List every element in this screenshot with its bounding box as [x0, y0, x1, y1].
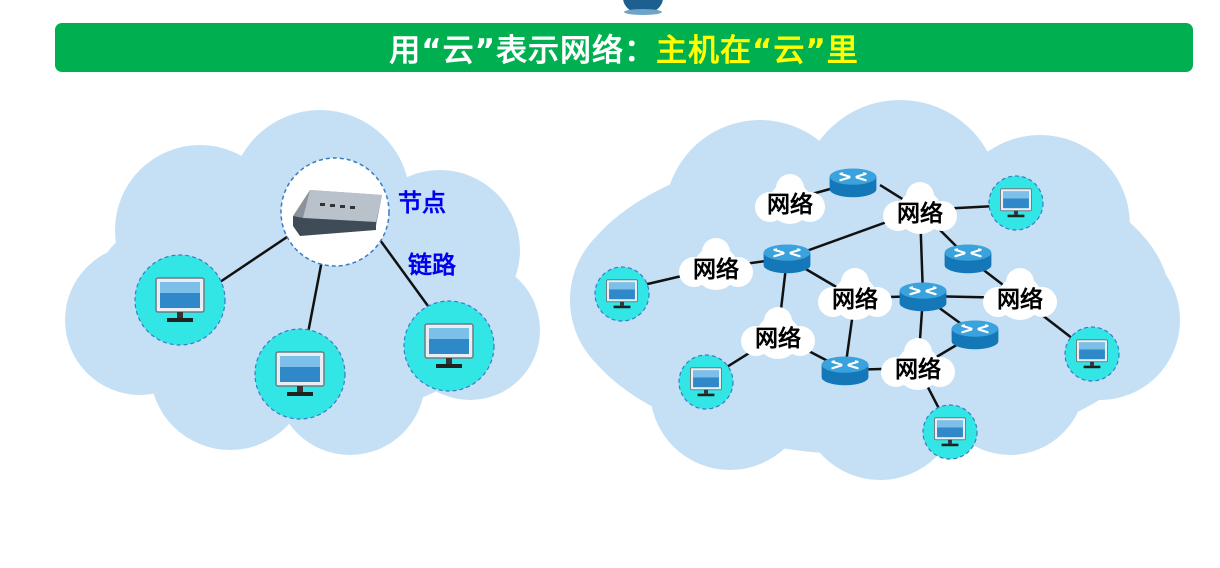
right-host-3 — [1064, 326, 1120, 382]
cloud-icon — [818, 268, 892, 320]
title-part2: 主机在“云”里 — [656, 33, 859, 69]
right-host-5 — [922, 404, 978, 460]
network-clouds — [679, 174, 1057, 390]
network-label: 网络 — [997, 286, 1043, 313]
left-host-2 — [254, 328, 346, 420]
router-icon — [943, 243, 993, 275]
network-label: 网络 — [755, 325, 801, 352]
cloud-icon — [755, 174, 825, 224]
network-labels: 网络 网络 网络 网络 网络 网络 网络 — [693, 191, 1043, 383]
node-label: 节点 — [398, 189, 446, 217]
network-label: 网络 — [767, 191, 813, 218]
right-host-4 — [678, 354, 734, 410]
left-host-3 — [403, 300, 495, 392]
right-host-2 — [988, 175, 1044, 231]
cloud-icon — [679, 238, 753, 290]
left-links — [219, 233, 430, 334]
router-icon — [762, 243, 812, 275]
switch-icon — [293, 190, 382, 236]
router-icon — [828, 167, 878, 199]
cloud-icon — [983, 268, 1057, 320]
router-icon — [898, 281, 948, 313]
router-icon — [820, 355, 870, 387]
right-host-1 — [594, 266, 650, 322]
network-label: 网络 — [897, 200, 943, 227]
title-banner: 用“云”表示网络： 主机在“云”里 — [55, 23, 1193, 72]
right-hosts — [594, 175, 1120, 460]
link-label: 链路 — [408, 251, 457, 279]
network-label: 网络 — [693, 256, 739, 283]
router-icon — [950, 319, 1000, 351]
switch-node — [280, 157, 390, 267]
globe-icon — [623, 0, 663, 15]
cloud-icon — [881, 338, 955, 390]
cloud-icon — [883, 182, 957, 234]
title-part1: 用“云”表示网络： — [389, 33, 656, 69]
network-label: 网络 — [832, 286, 878, 313]
network-label: 网络 — [895, 356, 941, 383]
left-host-1 — [134, 254, 226, 346]
cloud-icon — [741, 307, 815, 359]
